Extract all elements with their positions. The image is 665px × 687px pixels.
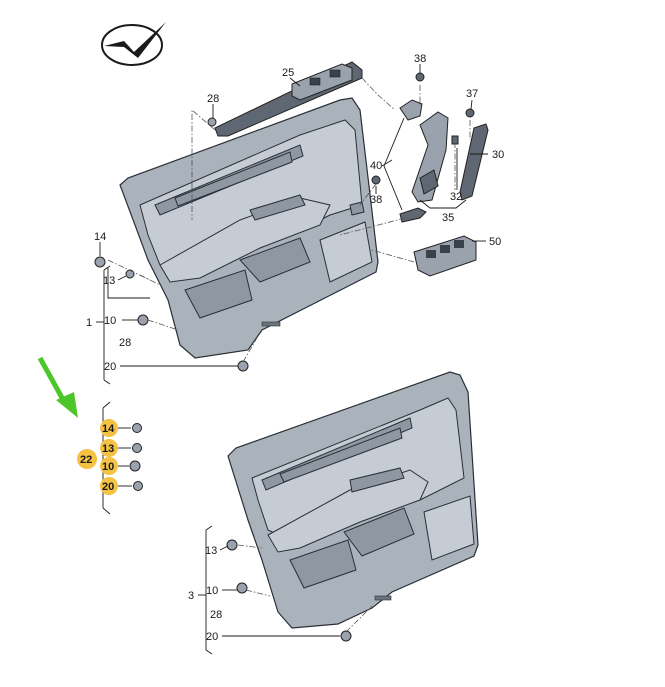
label-20-lower: 20	[206, 631, 218, 643]
upper-assembly-lines	[107, 77, 471, 363]
upper-fasteners	[94, 72, 475, 372]
part-50-switch-unit	[413, 235, 477, 277]
label-30: 30	[492, 149, 504, 161]
label-38-mid: 38	[370, 194, 382, 206]
label-35: 35	[442, 212, 454, 224]
label-40: 40	[370, 160, 382, 172]
label-50: 50	[489, 236, 501, 248]
label-28-upper: 28	[119, 337, 131, 349]
label-kit-22: 22	[80, 454, 92, 466]
part-40-frame	[399, 99, 427, 223]
lower-fasteners	[226, 539, 352, 642]
kit-22-fasteners	[102, 401, 143, 515]
label-37: 37	[466, 88, 478, 100]
label-28-lower: 28	[210, 609, 222, 621]
badge-20	[100, 477, 118, 495]
callout-labels: 38 37 25 28 40 38 32 35 30 50 14 13 1 10…	[80, 53, 504, 643]
label-28-top: 28	[207, 93, 219, 105]
label-32: 32	[450, 191, 462, 203]
badge-22	[77, 449, 97, 469]
upper-door-panel	[119, 97, 379, 359]
label-10-lower: 10	[206, 585, 218, 597]
label-1: 1	[86, 317, 92, 329]
label-20-upper: 20	[104, 361, 116, 373]
lower-assembly-lines	[237, 544, 373, 633]
label-14-upper: 14	[94, 231, 106, 243]
label-10-upper: 10	[104, 315, 116, 327]
label-kit-10: 10	[102, 461, 114, 473]
kit-highlight-badges	[77, 419, 118, 495]
badge-13	[100, 439, 118, 457]
label-38-top: 38	[414, 53, 426, 65]
part-35-handle	[411, 111, 449, 203]
green-arrow-pointer-icon	[37, 356, 78, 418]
part-30-cover	[459, 123, 489, 201]
badge-14	[100, 419, 118, 437]
label-kit-14: 14	[102, 423, 115, 435]
badge-10	[100, 457, 118, 475]
lower-door-panel	[227, 371, 479, 629]
check-mark-emblem-icon	[101, 22, 166, 66]
label-13-upper: 13	[103, 275, 115, 287]
label-kit-20: 20	[102, 481, 114, 493]
label-13-lower: 13	[205, 545, 217, 557]
leader-lines	[96, 64, 488, 655]
label-3: 3	[188, 590, 194, 602]
label-kit-13: 13	[102, 443, 114, 455]
label-25: 25	[282, 67, 294, 79]
